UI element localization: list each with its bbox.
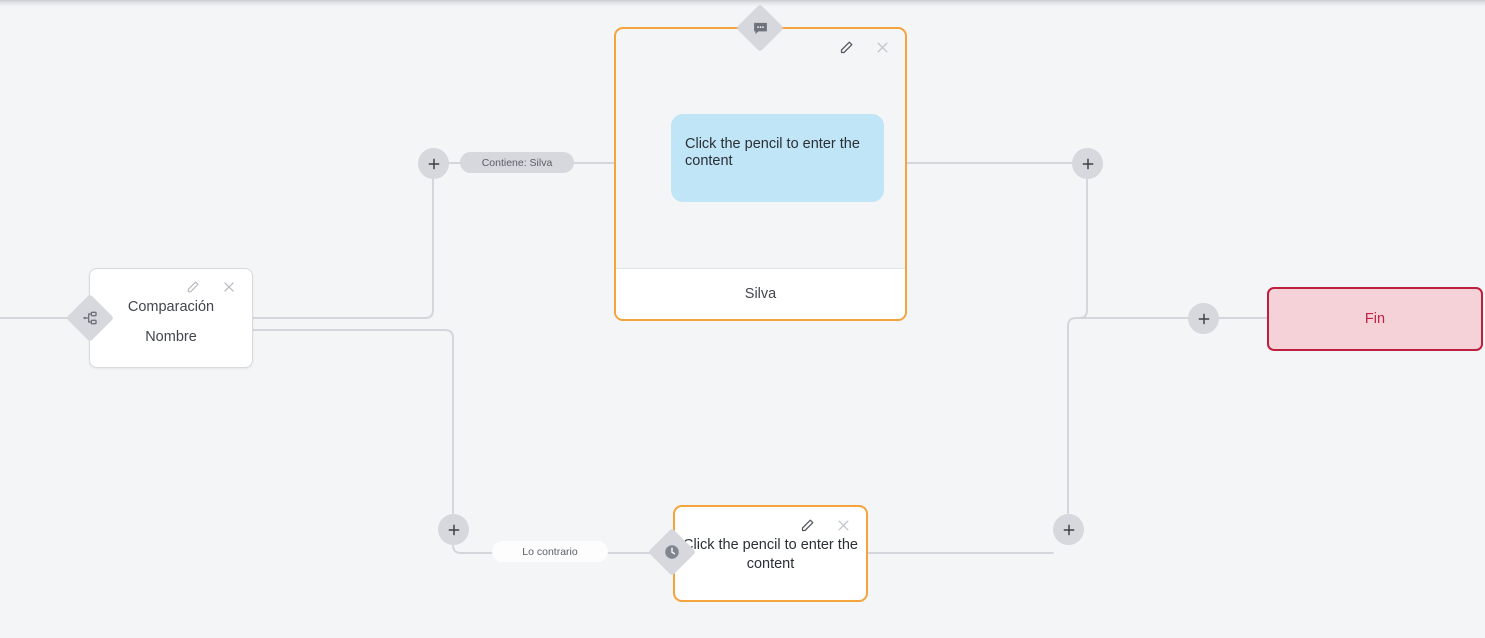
close-icon[interactable] xyxy=(834,516,852,534)
node-comparison-tools xyxy=(184,278,238,296)
plus-icon xyxy=(448,524,459,535)
plus-icon xyxy=(1063,524,1074,535)
speech-bubble-icon xyxy=(743,11,777,45)
pencil-icon[interactable] xyxy=(798,516,816,534)
node-wait-card[interactable]: Click the pencil to enter the content xyxy=(673,505,868,602)
edge-message-merge xyxy=(1078,178,1189,319)
node-message-badge xyxy=(735,3,785,53)
edge-false-down xyxy=(252,329,454,514)
plus-icon xyxy=(1082,158,1093,169)
edge-label-false[interactable]: Lo contrario xyxy=(492,541,608,562)
node-comparison[interactable]: Comparación Nombre xyxy=(89,268,253,368)
pencil-icon[interactable] xyxy=(184,278,202,296)
node-end-label: Fin xyxy=(1364,311,1386,327)
edge-true-up xyxy=(252,178,434,319)
close-icon[interactable] xyxy=(220,278,238,296)
clock-icon xyxy=(655,535,689,569)
add-node-false-branch[interactable] xyxy=(438,514,469,545)
add-node-after-message[interactable] xyxy=(1072,148,1103,179)
branch-split-icon xyxy=(73,301,107,335)
node-comparison-title: Comparación xyxy=(127,299,215,315)
pencil-icon[interactable] xyxy=(837,38,855,56)
edge-label-true[interactable]: Contiene: Silva xyxy=(460,152,574,173)
add-node-after-wait[interactable] xyxy=(1053,514,1084,545)
edge-wait-merge xyxy=(1067,317,1189,514)
node-message-footer: Silva xyxy=(616,268,905,319)
node-comparison-badge xyxy=(65,293,115,343)
add-node-before-end[interactable] xyxy=(1188,303,1219,334)
plus-icon xyxy=(1198,313,1209,324)
node-wait-badge xyxy=(647,527,697,577)
add-node-true-branch[interactable] xyxy=(418,148,449,179)
plus-icon xyxy=(428,158,439,169)
node-comparison-subtitle: Nombre xyxy=(145,329,197,345)
node-wait-text: Click the pencil to enter the content xyxy=(683,537,858,572)
node-message-tools xyxy=(837,38,891,56)
canvas-top-edge-strip xyxy=(0,0,1485,6)
message-bubble[interactable]: Click the pencil to enter the content xyxy=(671,114,884,202)
node-end[interactable]: Fin xyxy=(1267,287,1483,351)
close-icon[interactable] xyxy=(873,38,891,56)
node-message-card[interactable]: Click the pencil to enter the content Si… xyxy=(614,27,907,321)
node-wait-tools xyxy=(798,516,852,534)
